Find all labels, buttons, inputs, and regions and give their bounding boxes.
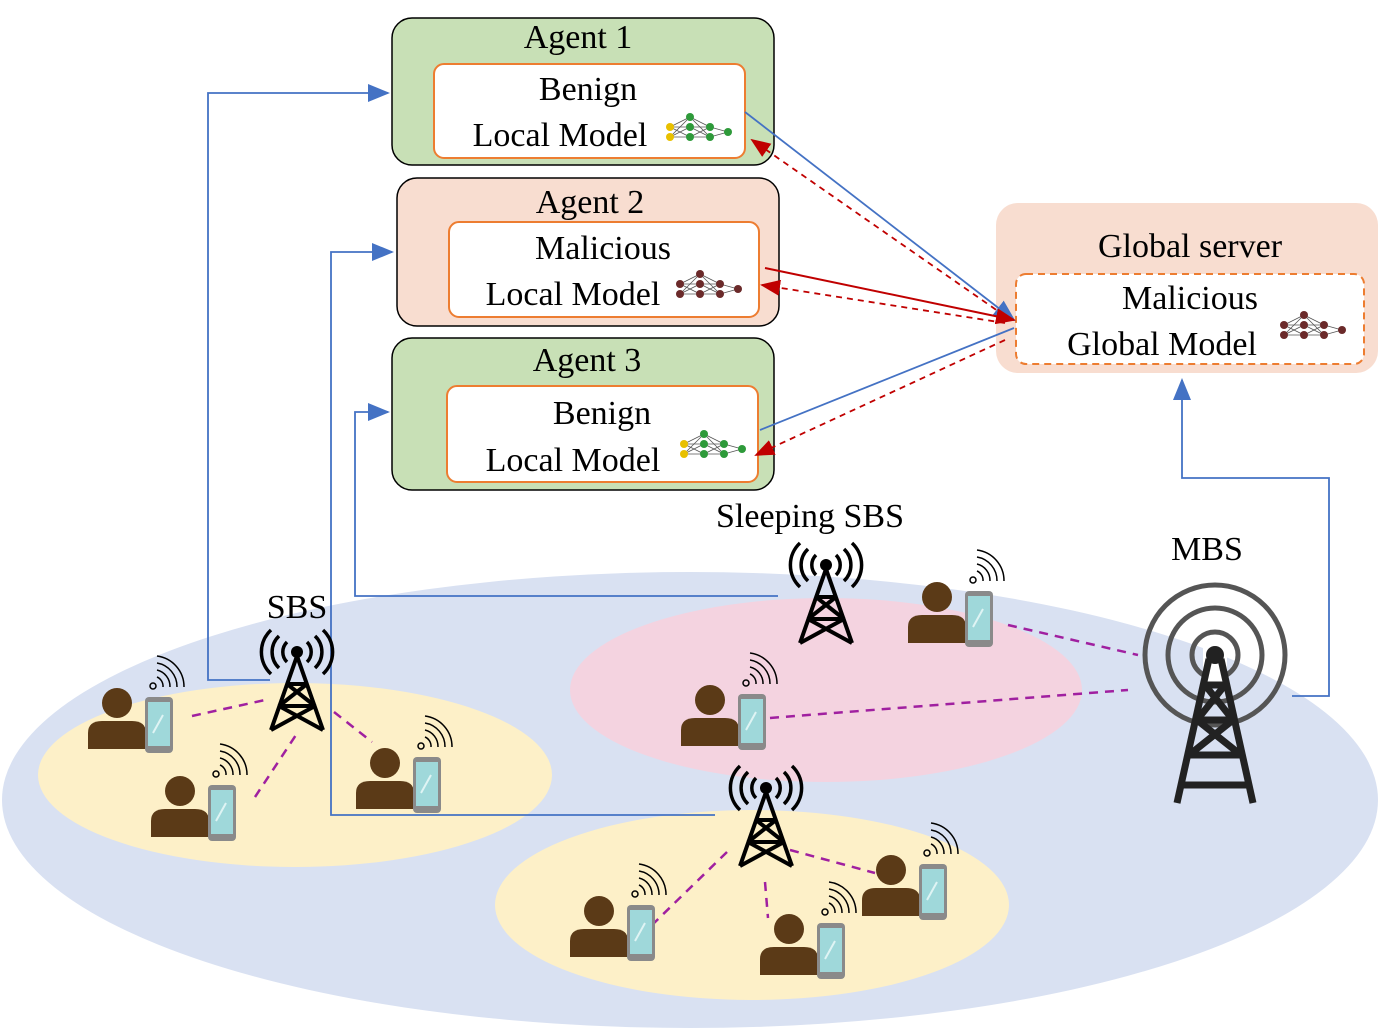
agent-3-model [446,385,759,483]
downlink-agent-3 [754,339,1006,456]
agent-server-links [744,111,1016,456]
downlink-agent-1 [750,138,1006,317]
global-server-box: Global server Malicious Global Model [996,203,1378,373]
neural-network-icon [1280,311,1346,339]
neural-network-icon [676,270,742,298]
agent-2-box: Agent 2 Malicious Local Model [396,177,780,327]
sleeping-cell [570,598,1082,782]
agent-2-model-label: Local Model [486,276,661,313]
downlink-agent-2 [760,279,1006,324]
user-links [191,623,1139,926]
global-model-type: Malicious [1122,280,1258,317]
global-model [1015,273,1365,365]
uplink-agent-3 [759,327,1015,431]
agent-2-title: Agent 2 [536,184,645,221]
agent-1-box: Agent 1 Benign Local Model [391,17,775,166]
global-model-label: Global Model [1067,326,1257,363]
agent-2-type: Malicious [535,230,671,267]
sbs-label: SBS [267,589,328,626]
agent-1-type: Benign [539,71,637,108]
agent-3-model-label: Local Model [486,442,661,479]
sleeping-sbs-label: Sleeping SBS [716,498,904,535]
agent-3-box: Agent 3 Benign Local Model [391,337,775,491]
agent-1-title: Agent 1 [524,19,633,56]
agent-3-title: Agent 3 [533,342,642,379]
global-server-title: Global server [1098,228,1283,265]
uplink-agent-1 [744,111,1016,322]
agent-3-type: Benign [553,395,651,432]
neural-network-icon [680,430,746,458]
uplink-agent-2 [764,267,1016,325]
agent-1-model-label: Local Model [473,117,648,154]
mbs-label: MBS [1171,531,1243,568]
station-agent-links [207,84,1330,816]
neural-network-icon [666,113,732,141]
mbs-tower-icon [1142,582,1288,804]
